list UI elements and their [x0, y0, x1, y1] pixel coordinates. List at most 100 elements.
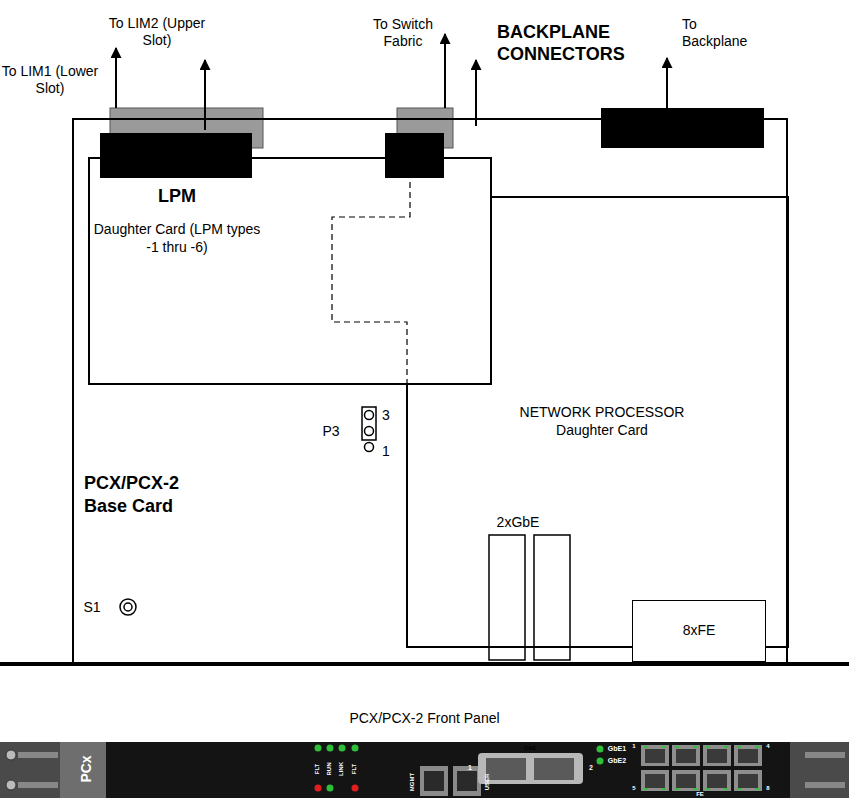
- switch: [124, 603, 132, 611]
- panel-marking: 2: [589, 764, 593, 772]
- led: [352, 745, 359, 752]
- lpm-connector: [100, 133, 252, 178]
- fe-port: [641, 770, 669, 791]
- port-led: [693, 788, 697, 790]
- port-led: [706, 788, 710, 790]
- panel-marking: GbE1: [608, 745, 626, 753]
- fe-port: [738, 774, 758, 788]
- fe-port: [734, 770, 762, 791]
- led: [315, 745, 322, 752]
- led: [597, 758, 604, 765]
- callout-label: To LIM2 (Upper Slot): [107, 15, 207, 49]
- port-led: [662, 788, 666, 790]
- base-card: PCX/PCX-2 Base Card LPM Daughter Card (LPM…: [72, 118, 788, 665]
- ejector: [18, 752, 58, 758]
- led: [327, 745, 334, 752]
- panel-marking: 8: [766, 785, 769, 792]
- rj45-port: [420, 766, 448, 796]
- arrow: [475, 60, 477, 126]
- jumper-pin: [365, 427, 374, 436]
- panel-marking: FE: [696, 791, 704, 798]
- panel-tab: [790, 742, 849, 798]
- switch: [120, 599, 136, 615]
- fe-port: [738, 749, 758, 763]
- card-label: 8xFE: [683, 622, 716, 640]
- rj45-port: [453, 766, 481, 796]
- card-label: PCX/PCX-2 Base Card: [84, 472, 204, 517]
- port-led: [755, 788, 759, 790]
- network-processor-card: NETWORK PROCESSOR Daughter Card 8xFE: [330, 167, 790, 648]
- callout-label: To LIM1 (Lower Slot): [0, 63, 100, 97]
- card-label: PCX/PCX-2 Front Panel: [0, 710, 849, 728]
- fe-port: [645, 774, 665, 788]
- port-led: [706, 746, 710, 748]
- jumper-pin: [365, 443, 374, 452]
- front-panel-band: PCX/PCX-2 Front Panel: [0, 742, 849, 798]
- arrow: [115, 48, 117, 108]
- ejector: [805, 752, 845, 758]
- fe-port: [672, 770, 700, 791]
- arrow: [666, 58, 668, 108]
- hidden-outline: [332, 175, 410, 385]
- panel-marking: 1: [632, 743, 635, 750]
- callout-label: PCx: [78, 755, 95, 782]
- gbe-slot: [486, 758, 526, 780]
- led: [327, 785, 334, 792]
- lpm-connector: [385, 133, 444, 178]
- port-led: [755, 746, 759, 748]
- fe-port: [676, 749, 696, 763]
- backplane-connector: [601, 108, 764, 148]
- port-led: [644, 788, 648, 790]
- panel-marking: FLT: [351, 764, 358, 775]
- lpm-card: LPM Daughter Card (LPM types -1 thru -6): [88, 157, 492, 385]
- callout-label: S1: [83, 599, 100, 616]
- panel-marking: 4: [766, 743, 769, 750]
- callout-label: P3: [322, 423, 339, 440]
- gbe-port: [489, 535, 525, 660]
- rj45-port: [457, 771, 477, 791]
- fe-port: [641, 745, 669, 766]
- fe-port: [703, 745, 731, 766]
- fe-port: [703, 770, 731, 791]
- fe-port: [676, 774, 696, 788]
- fe-block: 8xFE: [632, 600, 766, 662]
- port-led: [724, 746, 728, 748]
- port-led: [737, 746, 741, 748]
- card-label: Daughter Card (LPM types -1 thru -6): [92, 221, 262, 256]
- card-outline: [407, 197, 788, 647]
- arrow: [444, 34, 446, 108]
- port-led: [675, 746, 679, 748]
- panel-marking: 1: [468, 764, 472, 772]
- panel-marking: RUN: [326, 763, 333, 776]
- port-led: [693, 746, 697, 748]
- card-label: NETWORK PROCESSOR Daughter Card: [502, 404, 702, 439]
- card-label: LPM: [117, 185, 237, 208]
- fe-port: [672, 745, 700, 766]
- gbe-port: [534, 535, 570, 660]
- panel-marking: FLT: [314, 764, 321, 775]
- panel-marking: GbE2: [608, 757, 626, 765]
- callout-label: BACKPLANE CONNECTORS: [497, 22, 647, 65]
- callout-label: 1: [382, 443, 390, 460]
- ejector: [18, 782, 58, 788]
- port-led: [675, 788, 679, 790]
- led: [315, 785, 322, 792]
- front-panel: [0, 742, 849, 798]
- port-led: [724, 788, 728, 790]
- panel-tab: [60, 742, 106, 798]
- panel-marking: 5: [632, 785, 635, 792]
- panel-tab: [0, 742, 60, 798]
- led: [597, 746, 604, 753]
- port-led: [662, 746, 666, 748]
- jumper-pin: [365, 411, 374, 420]
- screw: [6, 750, 16, 760]
- panel-marking: USER: [484, 774, 491, 791]
- callout-label: To Backplane: [682, 16, 762, 50]
- panel-marking: LINK: [338, 762, 345, 776]
- fe-port: [734, 745, 762, 766]
- gbe-cage: [478, 753, 583, 784]
- panel-marking: GbE: [524, 745, 536, 752]
- fe-port: [707, 774, 727, 788]
- ejector: [805, 782, 845, 788]
- screw: [6, 780, 16, 790]
